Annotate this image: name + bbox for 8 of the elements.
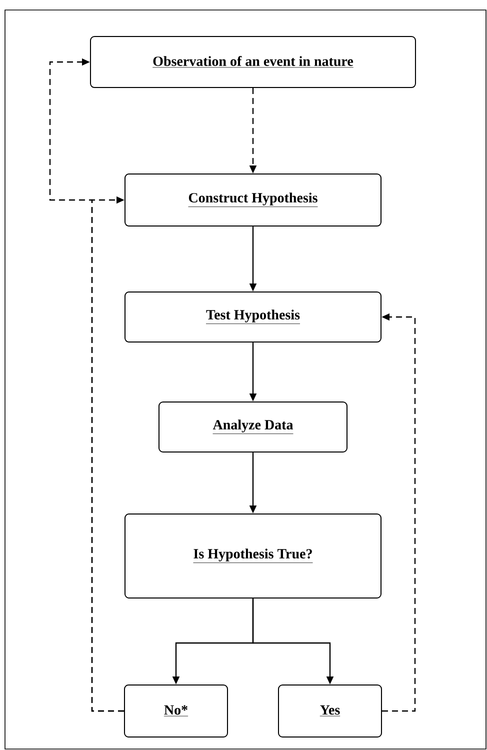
arrow [49, 58, 124, 712]
process-box: Analyze Data [158, 402, 348, 452]
process-box: Observation of an event in nature [90, 36, 416, 88]
process-box: Test Hypothesis [124, 292, 382, 342]
process-box: No* [124, 684, 228, 738]
process-box: Construct Hypothesis [124, 174, 382, 226]
process-box: Is Hypothesis True? [124, 514, 382, 598]
process-box: Yes [278, 684, 382, 738]
